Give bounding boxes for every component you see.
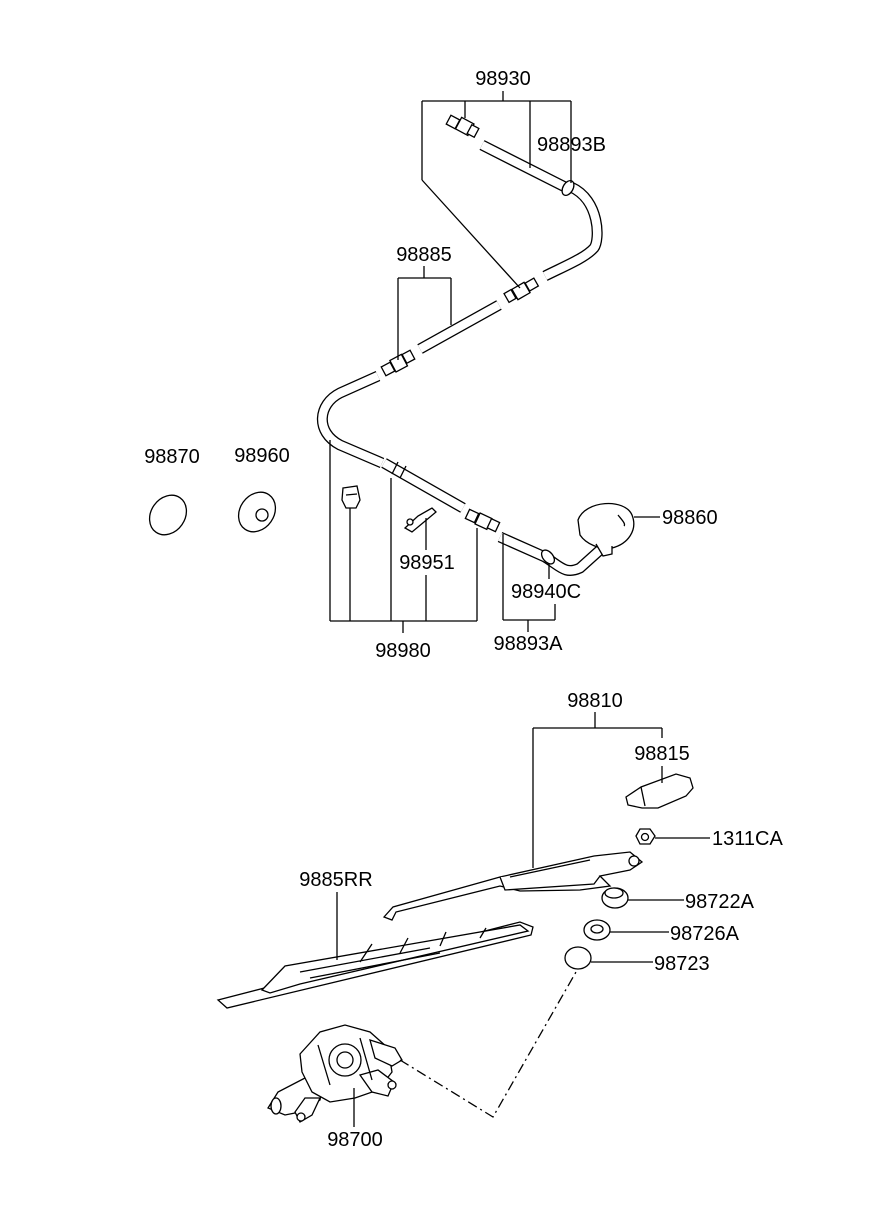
hose-clip-98980 bbox=[341, 485, 361, 509]
label-98893A: 98893A bbox=[494, 633, 564, 655]
leader-98810 bbox=[532, 712, 663, 868]
label-98960: 98960 bbox=[234, 445, 290, 467]
label-98930: 98930 bbox=[475, 68, 531, 90]
connector-98940C bbox=[540, 549, 556, 565]
leader-98885 bbox=[397, 266, 452, 360]
connector-top bbox=[445, 114, 480, 139]
wiper-arm-98810 bbox=[382, 851, 644, 921]
label-98815: 98815 bbox=[634, 743, 690, 765]
label-98893B: 98893B bbox=[537, 134, 606, 156]
hose-lower-curve bbox=[316, 370, 385, 469]
hose-clip-98951 bbox=[403, 507, 437, 533]
label-98860: 98860 bbox=[662, 507, 718, 529]
leader-98930 bbox=[421, 91, 572, 289]
wiper-motor-98700 bbox=[267, 1024, 403, 1123]
connector-98885 bbox=[380, 349, 416, 377]
label-98700: 98700 bbox=[327, 1129, 383, 1151]
grommet-98723 bbox=[564, 946, 592, 970]
wiper-blade-9885RR bbox=[216, 921, 534, 1009]
hose-middle-segment bbox=[417, 300, 502, 354]
label-98940C: 98940C bbox=[511, 581, 581, 603]
grommet-98870 bbox=[148, 494, 188, 536]
label-98726A: 98726A bbox=[670, 923, 740, 945]
hose-protector-sleeve bbox=[381, 458, 466, 513]
label-98870: 98870 bbox=[144, 446, 200, 468]
label-9885RR: 9885RR bbox=[299, 869, 372, 891]
centerline-motor-to-grommet bbox=[399, 971, 577, 1118]
wiper-arm-cap-98815 bbox=[625, 773, 694, 809]
leader-98893A bbox=[502, 534, 556, 632]
leader-98980 bbox=[329, 440, 478, 633]
washer-nozzle-98860 bbox=[577, 502, 635, 557]
label-1311CA: 1311CA bbox=[712, 828, 783, 850]
label-98723: 98723 bbox=[654, 953, 710, 975]
nut-1311CA bbox=[635, 828, 656, 845]
hose-upper-curve bbox=[542, 181, 603, 281]
label-98885: 98885 bbox=[396, 244, 452, 266]
connector-98893B bbox=[561, 179, 575, 197]
nut-98726A bbox=[583, 919, 611, 941]
label-98810: 98810 bbox=[567, 690, 623, 712]
grommet-98960 bbox=[237, 491, 277, 533]
label-98722A: 98722A bbox=[685, 891, 755, 913]
cap-98722A bbox=[601, 887, 629, 909]
connector-lower-joint bbox=[464, 508, 501, 533]
label-98951: 98951 bbox=[399, 552, 455, 574]
hose-upper-segment bbox=[479, 140, 568, 192]
connector-middle-joint bbox=[503, 277, 540, 304]
washer-hose-assembly bbox=[316, 114, 635, 576]
label-98980: 98980 bbox=[375, 640, 431, 662]
